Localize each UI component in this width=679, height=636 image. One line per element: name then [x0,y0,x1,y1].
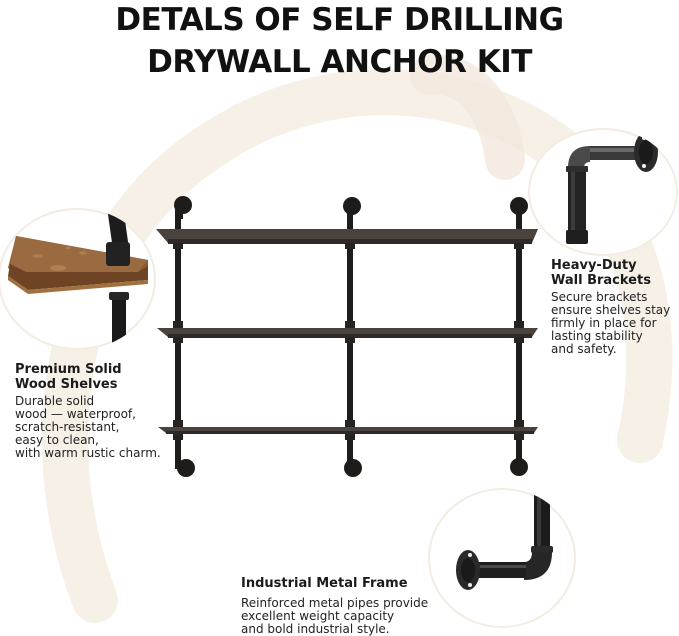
feature-wall-brackets: Heavy-Duty Wall Brackets Secure brackets… [551,258,679,356]
title-line-1: DETALS OF SELF DRILLING [115,2,564,38]
page-title: DETALS OF SELF DRILLING DRYWALL ANCHOR K… [0,0,679,82]
feature-title-line-1: Heavy-Duty [551,258,637,273]
feature-description: Reinforced metal pipes provide excellent… [241,596,429,636]
feature-wood-shelves: Premium Solid Wood Shelves Durable solid… [15,362,185,460]
feature-description: Durable solid wood — waterproof, scratch… [15,394,161,460]
feature-title: Industrial Metal Frame [241,576,408,591]
feature-title-line-1: Premium Solid [15,362,122,377]
feature-description: Secure brackets ensure shelves stay firm… [551,290,671,356]
feature-title-line-2: Wood Shelves [15,377,118,392]
title-line-2: DRYWALL ANCHOR KIT [147,44,532,80]
feature-title-line-2: Wall Brackets [551,273,651,288]
wood-shelf-closeup-icon [0,208,156,350]
wall-bracket-closeup-icon [528,128,678,256]
feature-metal-frame: Industrial Metal Frame Reinforced metal … [241,576,471,636]
three-tier-pipe-shelf-icon [156,196,538,477]
